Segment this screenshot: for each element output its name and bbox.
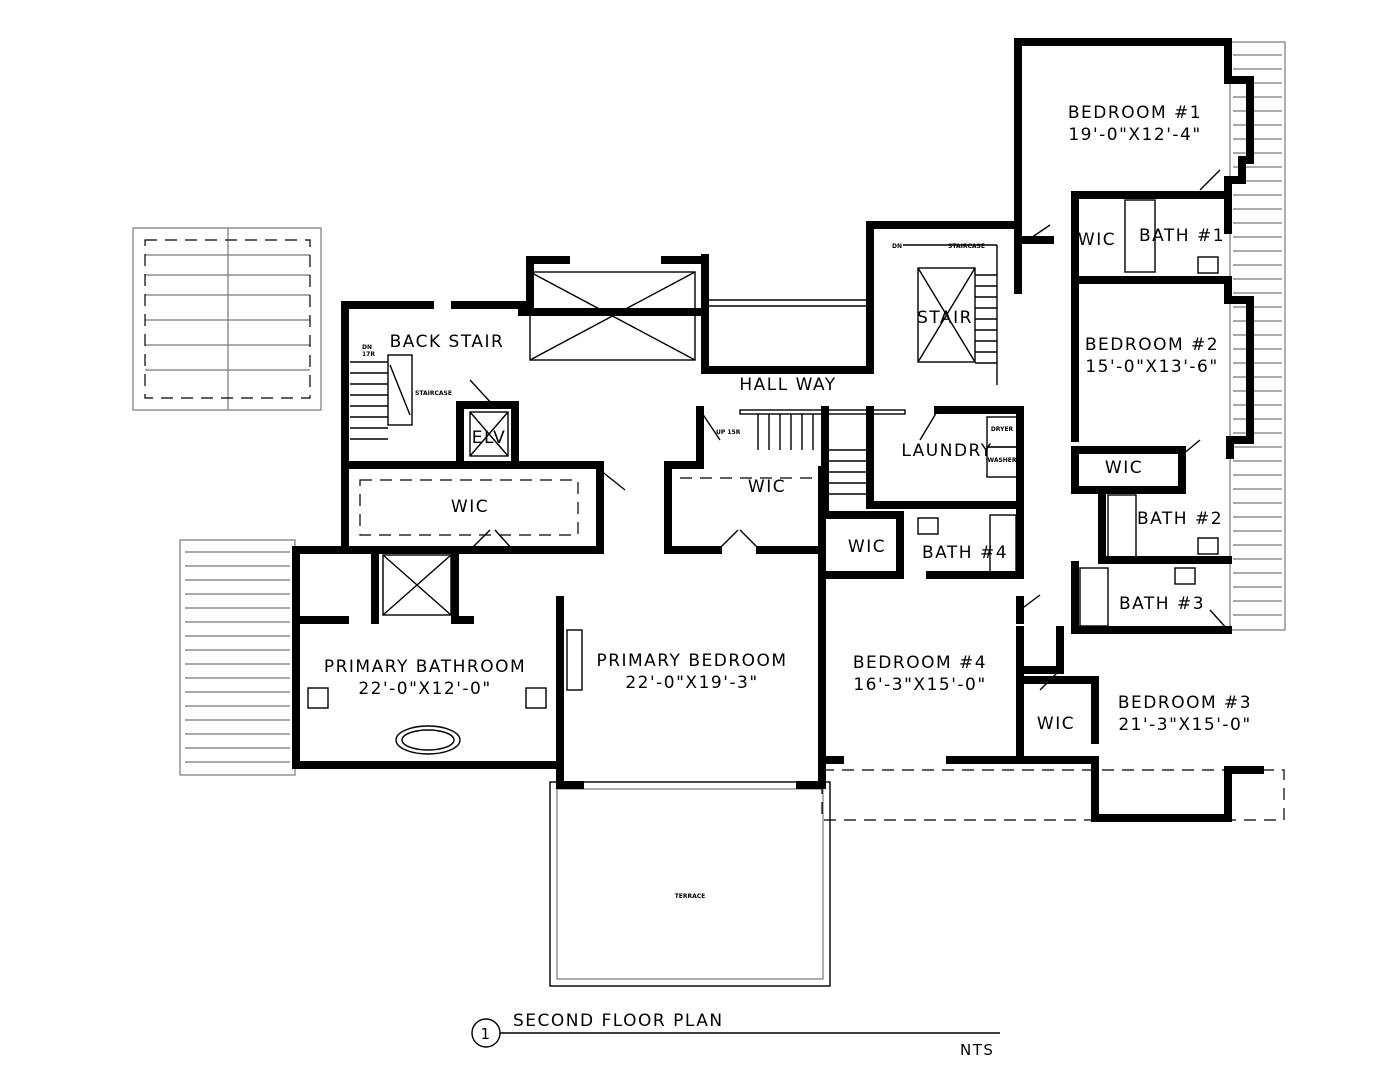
back-staircase: DN 17R STAIRCASE: [350, 344, 452, 440]
bedroom3-size: 21'-3"X15'-0": [1118, 715, 1251, 735]
drawing-number: 1: [480, 1025, 491, 1043]
up-staircase: UP 15R: [716, 409, 906, 495]
wic-label: WIC: [1037, 714, 1075, 734]
bedroom1-size: 19'-0"X12'-4": [1068, 125, 1201, 145]
staircase-label: STAIRCASE: [948, 243, 985, 250]
open-below: OPEN BELOW: [529, 271, 696, 361]
fixtures: [307, 199, 1219, 755]
terrace: TERRACE: [549, 781, 831, 987]
dn-label: DN: [892, 243, 902, 250]
hallway-label: HALL WAY: [739, 375, 836, 395]
staircase-label: STAIRCASE: [415, 390, 452, 397]
elevator: [469, 411, 509, 457]
dryer-label: DRYER: [991, 426, 1014, 433]
railing: [705, 299, 870, 307]
left-upper-deck: [132, 227, 322, 411]
laundry-appliances: DRYER WASHER: [986, 416, 1018, 478]
open-below-label: OPEN BELOW: [590, 311, 635, 318]
primary-bedroom-size: 22'-0"X19'-3": [625, 673, 758, 693]
wic-label: WIC: [451, 497, 489, 517]
up-15r-label: UP 15R: [716, 429, 741, 436]
primary-bedroom-name: PRIMARY BEDROOM: [596, 651, 787, 671]
wic-label: WIC: [1105, 458, 1143, 478]
laundry-label: LAUNDRY: [901, 441, 992, 461]
scale-label: NTS: [960, 1041, 994, 1059]
bedroom4-size: 16'-3"X15'-0": [853, 675, 986, 695]
bedroom2-size: 15'-0"X13'-6": [1085, 357, 1218, 377]
17r-label: 17R: [362, 351, 375, 358]
bath2-label: BATH #2: [1137, 509, 1223, 529]
primary-bathroom-name: PRIMARY BATHROOM: [324, 657, 526, 677]
back-stair-label: BACK STAIR: [390, 332, 505, 352]
wic-label: WIC: [748, 477, 786, 497]
left-lower-deck: [179, 539, 296, 776]
roof-overhang: [821, 769, 1285, 821]
elevator-label: ELV: [472, 428, 506, 448]
walls: [292, 38, 1264, 822]
bedroom3-name: BEDROOM #3: [1118, 693, 1252, 713]
stair-label: STAIR: [917, 308, 973, 328]
doors: [469, 169, 1229, 691]
drawing-title: SECOND FLOOR PLAN: [513, 1011, 724, 1031]
washer-label: WASHER: [987, 457, 1016, 464]
bedroom1-name: BEDROOM #1: [1068, 103, 1202, 123]
primary-bathroom-size: 22'-0"X12'-0": [358, 679, 491, 699]
wic-label: WIC: [848, 537, 886, 557]
bedroom2-name: BEDROOM #2: [1085, 335, 1219, 355]
closet-shelves: [359, 477, 815, 536]
title-block: 1 SECOND FLOOR PLAN NTS: [471, 1011, 1000, 1059]
dn-label: DN: [362, 344, 372, 351]
bath4-label: BATH #4: [922, 543, 1008, 563]
wic-label: WIC: [1078, 230, 1116, 250]
terrace-label: TERRACE: [675, 893, 706, 900]
bath1-label: BATH #1: [1139, 226, 1225, 246]
bedroom4-name: BEDROOM #4: [853, 653, 987, 673]
bath3-label: BATH #3: [1119, 594, 1205, 614]
room-labels: BEDROOM #1 19'-0"X12'-4" BEDROOM #2 15'-…: [324, 103, 1252, 735]
right-deck: [1229, 41, 1286, 631]
main-staircase: DN STAIRCASE: [892, 243, 998, 385]
